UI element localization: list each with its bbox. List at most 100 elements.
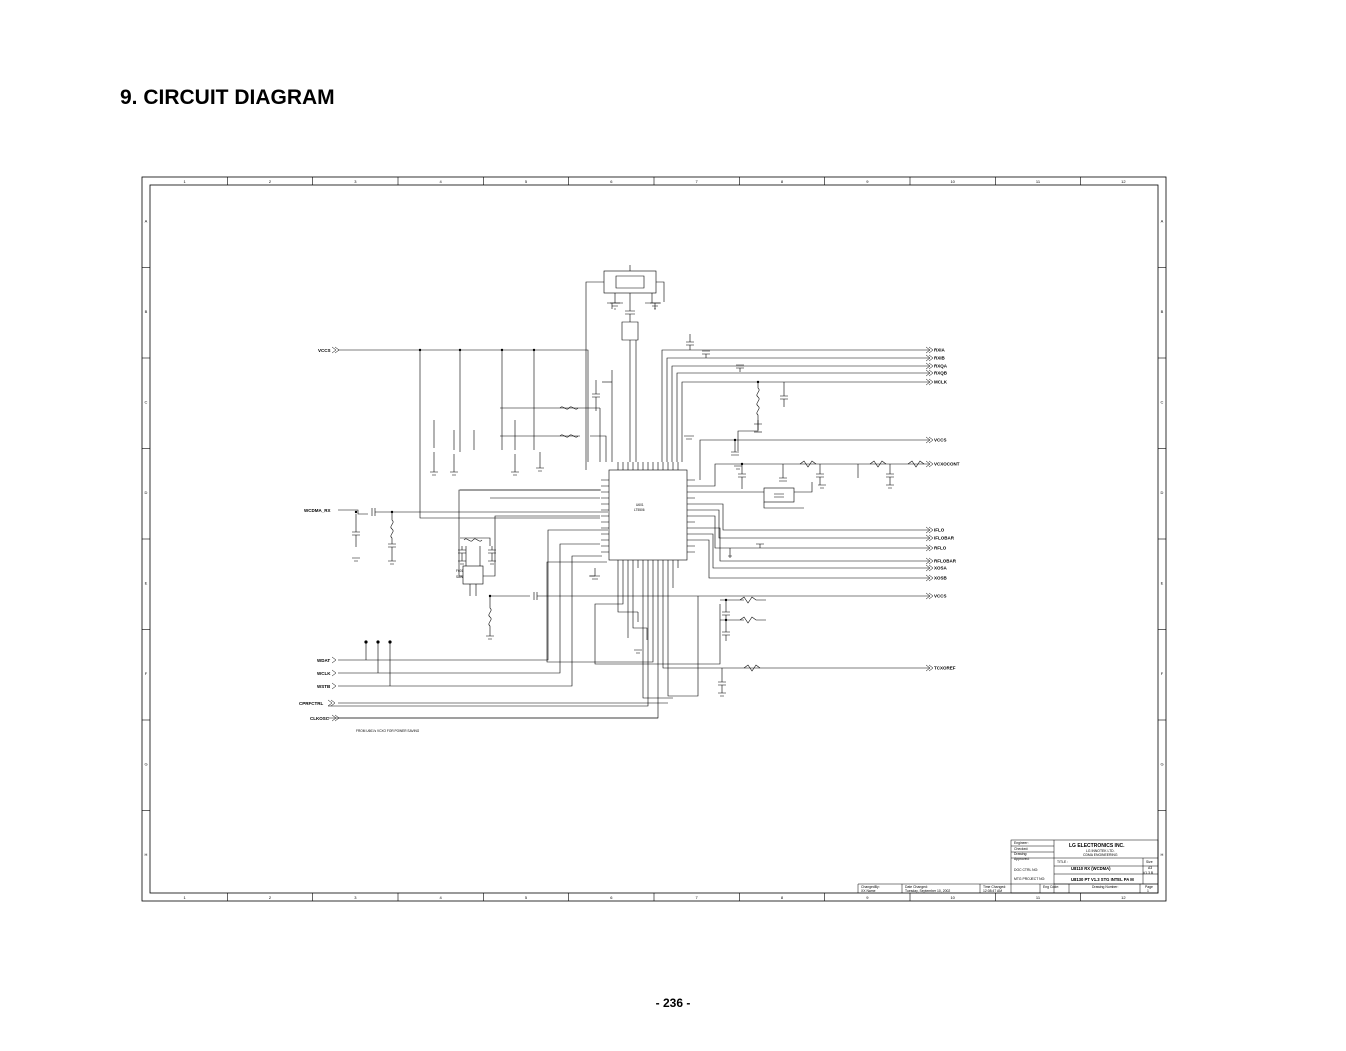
row-marker: G [144, 761, 147, 766]
net-r2: RXIB [934, 356, 946, 361]
column-marker: 1 [184, 179, 187, 184]
column-marker: 2 [269, 179, 272, 184]
filter-part: SAW [456, 575, 463, 579]
filter-ref: F601 [456, 569, 463, 573]
tb-engineer: Engineer: [1014, 841, 1029, 845]
net-arrow [925, 346, 934, 354]
ic-u601-body [608, 469, 688, 561]
column-marker: 5 [525, 895, 528, 900]
column-marker: 5 [525, 179, 528, 184]
net-r3: RXQA [934, 364, 948, 369]
column-marker: 12 [1121, 895, 1126, 900]
row-marker: A [1161, 218, 1164, 223]
tb-time-label: Time Changed: [983, 885, 1006, 889]
tb-change-value: XX Name [861, 889, 876, 893]
tb-checked: Checked: [1014, 847, 1028, 851]
tb-title-line2: U8130 PT V1.3 STG INTEL PA M [1071, 877, 1134, 882]
net-arrow [925, 436, 934, 444]
net-arrow [925, 534, 934, 542]
tb-size-value: A3 [1148, 866, 1152, 870]
tb-title-label: TITLE : [1057, 860, 1068, 864]
column-marker: 4 [440, 179, 443, 184]
column-marker: 9 [866, 179, 869, 184]
ic-ref: U601 [636, 503, 644, 507]
net-arrow [925, 460, 934, 468]
column-marker: 4 [440, 895, 443, 900]
row-marker: A [145, 218, 148, 223]
tb-rev-value: V1.3 B [1143, 871, 1154, 875]
net-arrow [925, 526, 934, 534]
net-wdat: WDAT [317, 658, 330, 663]
net-arrow [925, 557, 934, 565]
page-title: 9. CIRCUIT DIAGRAM [120, 86, 335, 109]
net-wstb: WSTB [317, 684, 331, 689]
row-marker: G [1160, 761, 1163, 766]
tb-proj-label: MTG PROJECT NO: [1014, 877, 1045, 881]
tb-title-line1: U8110 RX (WCDMA) [1071, 866, 1111, 871]
net-arrow [925, 664, 934, 672]
column-marker: 11 [1036, 895, 1041, 900]
row-marker: F [145, 671, 148, 676]
column-marker: 8 [781, 179, 784, 184]
row-marker: E [1161, 580, 1164, 585]
left-net-arrows [327, 656, 340, 722]
column-marker: 1 [184, 895, 187, 900]
net-wclk: WCLK [317, 671, 331, 676]
column-marker: 10 [950, 895, 955, 900]
column-marker: 11 [1036, 179, 1041, 184]
net-r14: VCCS [934, 594, 947, 599]
column-marker: 10 [950, 179, 955, 184]
tb-page-value: 1 [1147, 889, 1149, 893]
row-marker: B [1161, 309, 1164, 314]
net-r15: TCXOREF [934, 666, 956, 671]
row-marker: H [145, 852, 148, 857]
row-marker: E [145, 580, 148, 585]
page-number: - 236 - [655, 996, 691, 1010]
net-r6: VCCS [934, 438, 947, 443]
net-arrow [925, 564, 934, 572]
right-net-labels: RXIARXIBRXQARXQBMCLKVCCSVCXOCONTIFLOIFLO… [925, 346, 960, 672]
column-marker: 12 [1121, 179, 1126, 184]
net-arrow [925, 362, 934, 370]
net-r1: RXIA [934, 348, 946, 353]
net-r8: IFLO [934, 528, 945, 533]
row-marker: D [1161, 490, 1164, 495]
column-marker: 8 [781, 895, 784, 900]
tb-date-label: Date Changed: [905, 885, 928, 889]
tb-change-label: ChangedBy: [861, 885, 880, 889]
net-r12: XOSA [934, 566, 948, 571]
column-marker: 6 [610, 179, 613, 184]
net-r10: RFLO [934, 546, 947, 551]
net-rfctl: CPRFCTRL [299, 701, 323, 706]
tb-size-label: Size [1146, 860, 1153, 864]
tb-drawn-label: Drawing Number: [1092, 885, 1118, 889]
net-r13: XOSB [934, 576, 948, 581]
net-clkosc: CLKOSC [310, 716, 330, 721]
column-marker: 2 [269, 895, 272, 900]
column-marker: 6 [610, 895, 613, 900]
tb-doc-label: DOC CTRL NO: [1014, 868, 1038, 872]
osc-note: FROM U601's VCXO FOR POWER SAVING [356, 729, 420, 733]
net-arrow [925, 354, 934, 362]
net-arrow [925, 369, 934, 377]
tb-date-value: Tuesday, September 10, 2002 [905, 889, 950, 893]
column-marker: 3 [354, 179, 357, 184]
net-vcc: VCCS [318, 348, 331, 353]
tb-address: CDMA ENGINEERING [1083, 853, 1118, 857]
tb-approved: Approved: [1014, 857, 1030, 861]
schematic-junctions [354, 348, 760, 644]
net-r5: MCLK [934, 380, 948, 385]
tb-page-label: Page [1145, 885, 1153, 889]
row-marker: F [1161, 671, 1164, 676]
net-arrow [925, 592, 934, 600]
filter-f601-body [603, 270, 657, 294]
sheet-outer-frame [141, 176, 1167, 902]
title-block-text: LG ELECTRONICS INC. LG INNOTEK LTD. CDMA… [861, 841, 1154, 893]
tb-division: LG INNOTEK LTD. [1086, 849, 1115, 853]
ic-part: LT5506 [634, 508, 645, 512]
column-marker: 7 [696, 179, 699, 184]
net-arrow [925, 378, 934, 386]
row-marker: C [1161, 399, 1164, 404]
net-r11: RFLOBAR [934, 559, 957, 564]
